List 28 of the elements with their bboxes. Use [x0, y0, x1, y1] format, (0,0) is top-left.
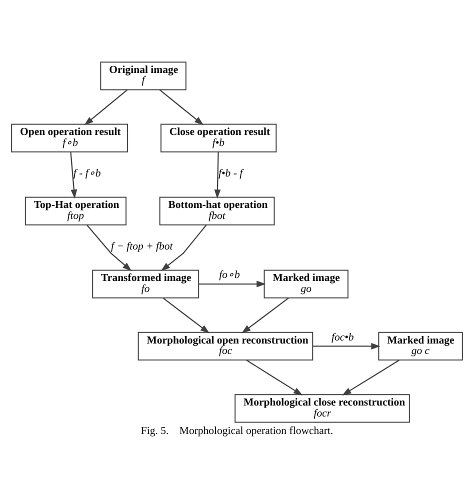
arrow	[86, 224, 132, 271]
edge-label: foc•b	[331, 330, 354, 343]
node-box: Open operation result f∘b	[11, 123, 128, 152]
node-box: Bottom-hat operation fbot	[159, 196, 275, 225]
arrow	[242, 297, 289, 333]
arrow	[70, 151, 78, 198]
node-box: Close operation result f•b	[160, 123, 277, 152]
edge-label: f − ftop + fbot	[111, 240, 173, 252]
caption: Fig. 5. Morphological operation flowchart.	[140, 424, 334, 436]
node-box: Original image f	[100, 61, 186, 90]
arrow	[84, 88, 128, 125]
arrow	[160, 224, 207, 271]
edge-label: f•b - f	[218, 167, 243, 180]
edge-label: f - f∘b	[73, 167, 101, 180]
arrow	[214, 151, 221, 198]
node-box: Morphological close reconstruction focr	[234, 394, 410, 422]
arrow	[198, 280, 266, 287]
arrow	[162, 297, 210, 333]
arrow	[312, 342, 380, 349]
node-box: Marked image go c	[378, 331, 463, 360]
node-box: Transformed image fo	[92, 269, 200, 298]
node-box: Marked image go	[264, 269, 348, 298]
arrow	[342, 359, 400, 395]
node-box: Top-Hat operation ftop	[24, 196, 127, 225]
node-box: Morphological open reconstruction foc	[138, 331, 314, 360]
arrow	[246, 359, 303, 395]
arrow	[159, 88, 204, 125]
edge-label: fo∘b	[219, 268, 240, 281]
